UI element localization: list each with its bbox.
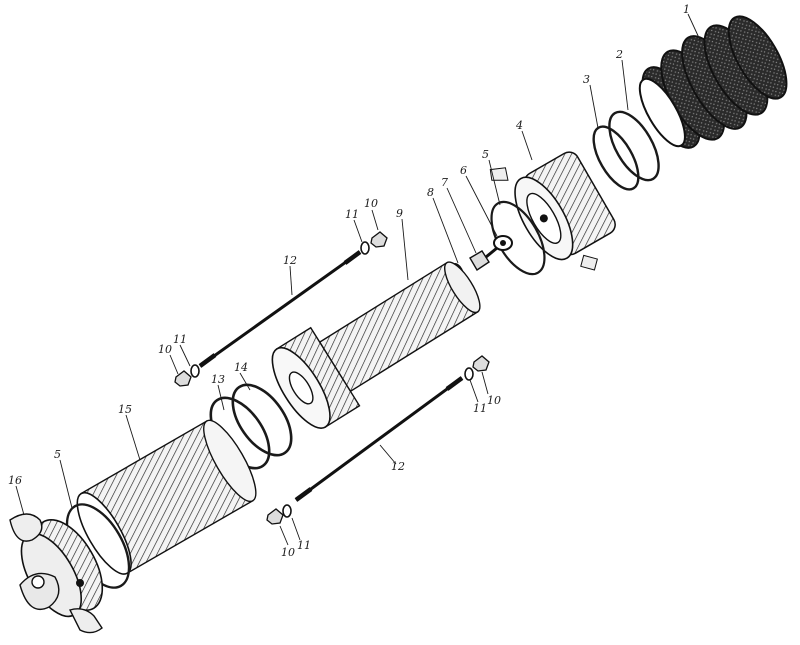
callout-5-rear: 5 — [54, 448, 61, 461]
piston-rod-part — [271, 261, 481, 429]
bellows-part — [638, 15, 788, 149]
callout-10-top: 10 — [364, 197, 378, 210]
callout-1: 1 — [683, 3, 690, 16]
nut-10-top — [370, 231, 388, 248]
callout-11-right: 11 — [473, 402, 487, 415]
callout-11-bottom: 11 — [297, 539, 311, 552]
callout-2: 2 — [615, 48, 623, 61]
callout-5-front: 5 — [482, 148, 489, 161]
callout-10-left: 10 — [158, 343, 172, 356]
nut-fitting-part — [469, 250, 490, 271]
callout-8: 8 — [427, 186, 434, 199]
eye-fitting-part — [485, 235, 513, 259]
cylinder-part — [76, 419, 257, 575]
callout-10-bottom: 10 — [281, 546, 295, 559]
callout-3: 3 — [583, 73, 590, 86]
callout-12-upper: 12 — [283, 254, 297, 267]
callout-16: 16 — [8, 474, 22, 487]
rear-cover-part — [9, 513, 104, 634]
nut-10-left — [174, 370, 192, 387]
callout-13: 13 — [211, 373, 225, 386]
callout-6: 6 — [460, 164, 467, 177]
ring-2 — [608, 110, 660, 182]
callout-14: 14 — [234, 361, 248, 374]
washer-11-left — [190, 364, 200, 378]
washer-11-bottom — [282, 504, 292, 518]
washer-11-right — [464, 367, 474, 381]
washer-11-top — [360, 241, 370, 255]
nut-10-bottom — [266, 508, 284, 525]
leader-lines — [15, 13, 701, 546]
callout-7: 7 — [441, 176, 448, 189]
callout-10-right: 10 — [487, 394, 501, 407]
callout-12-lower: 12 — [391, 460, 405, 473]
callout-4: 4 — [515, 119, 523, 132]
tie-rod-lower-part — [294, 376, 464, 502]
nut-10-right — [472, 355, 490, 372]
callout-9: 9 — [396, 207, 403, 220]
ring-14-part — [231, 383, 293, 457]
callout-15: 15 — [118, 403, 132, 416]
callout-11-top: 11 — [345, 208, 359, 221]
callout-11-left: 11 — [173, 333, 187, 346]
callout-labels: 1 2 3 4 5 6 7 8 9 10 11 12 10 11 13 14 1… — [8, 3, 690, 559]
tie-rod-upper-part — [198, 250, 362, 368]
front-cover-part — [489, 151, 616, 271]
ring-3 — [592, 125, 640, 191]
